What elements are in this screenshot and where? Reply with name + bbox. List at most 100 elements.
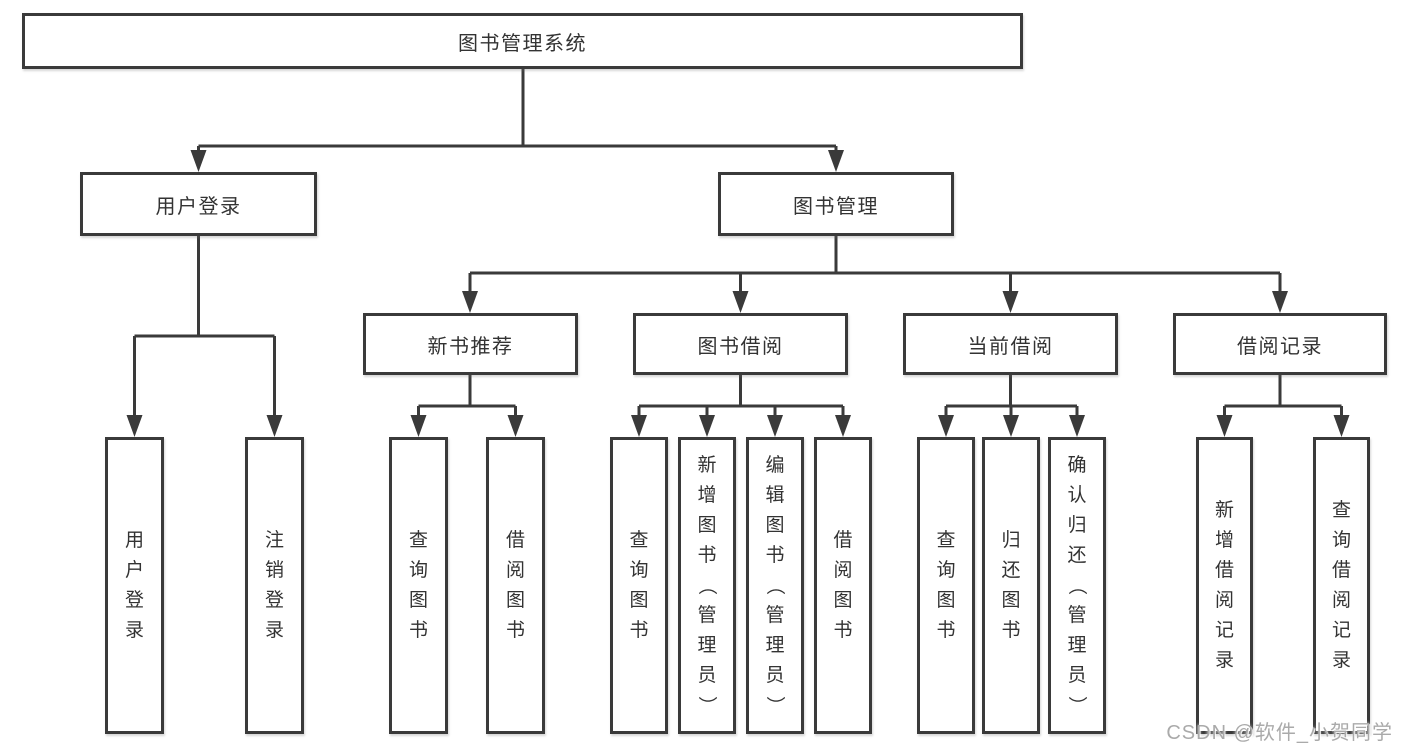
vertical-char: 图 (1001, 590, 1021, 611)
vertical-char: 归 (1001, 530, 1021, 551)
vertical-char: 书 (505, 620, 525, 641)
vertical-char: 借 (1331, 560, 1351, 581)
leaf-query-borrow-record: 查询借阅记录 (1313, 437, 1370, 734)
vertical-char: 阅 (505, 560, 525, 581)
vertical-char: 还 (1067, 545, 1087, 566)
arrowhead (190, 150, 207, 172)
vertical-char: 图 (765, 515, 785, 536)
arrowhead (828, 150, 844, 172)
arrowhead (266, 415, 283, 437)
vertical-char: 查 (936, 530, 956, 551)
vertical-char: 管 (697, 605, 717, 626)
vertical-char: 书 (629, 620, 649, 641)
arrowhead (462, 291, 478, 313)
vertical-char: 新 (1214, 500, 1234, 521)
leaf-borrow-books-recommend: 借阅图书 (486, 437, 545, 734)
vertical-char: 管 (765, 605, 785, 626)
vertical-char: 辑 (765, 485, 785, 506)
csdn-watermark: CSDN @软件_小贺同学 (1166, 722, 1393, 744)
arrowhead (1216, 415, 1233, 437)
arrowhead (126, 415, 143, 437)
arrowhead (938, 415, 954, 437)
vertical-char: 销 (264, 560, 284, 581)
vertical-char: 录 (1214, 650, 1234, 671)
connector-bookmgmt-to-level3 (470, 236, 1280, 275)
leaf-add-book-admin: 新增图书（管理员） (678, 437, 736, 734)
vertical-char: （ (764, 575, 786, 596)
vertical-char: 理 (1067, 635, 1087, 656)
leaf-query-books-current: 查询图书 (917, 437, 975, 734)
vertical-char: 书 (833, 620, 853, 641)
vertical-char: 查 (408, 530, 428, 551)
leaf-borrow-books: 借阅图书 (814, 437, 872, 734)
arrowhead (1002, 291, 1019, 313)
vertical-char: 借 (833, 530, 853, 551)
node-user-login-module: 用户登录 (80, 172, 317, 236)
vertical-char: 图 (408, 590, 428, 611)
arrowhead (699, 415, 715, 437)
vertical-char: 借 (505, 530, 525, 551)
vertical-char: 记 (1331, 620, 1351, 641)
node-new-book-recommend: 新书推荐 (363, 313, 578, 375)
arrowhead (1272, 291, 1288, 313)
leaf-return-book: 归还图书 (982, 437, 1040, 734)
vertical-char: 图 (505, 590, 525, 611)
vertical-char: 询 (629, 560, 649, 581)
vertical-char: 询 (1331, 530, 1351, 551)
connector-borrowrecords-to-leaves (1224, 375, 1342, 408)
vertical-char: 记 (1214, 620, 1234, 641)
node-book-management-module: 图书管理 (718, 172, 954, 236)
leaf-add-borrow-record: 新增借阅记录 (1196, 437, 1253, 734)
vertical-char: 图 (697, 515, 717, 536)
vertical-char: 员 (697, 665, 717, 686)
vertical-char: 登 (264, 590, 284, 611)
node-borrowing-records: 借阅记录 (1173, 313, 1387, 375)
leaf-user-login: 用户登录 (105, 437, 164, 734)
vertical-char: 登 (124, 590, 144, 611)
connector-root-to-level2 (198, 69, 836, 148)
vertical-char: 注 (264, 530, 284, 551)
vertical-char: 户 (124, 560, 144, 581)
arrowhead (1003, 415, 1019, 437)
vertical-char: ） (764, 695, 786, 716)
arrowhead (767, 415, 783, 437)
vertical-char: 确 (1067, 455, 1087, 476)
vertical-char: ） (1066, 695, 1088, 716)
vertical-char: 新 (697, 455, 717, 476)
vertical-char: 录 (1331, 650, 1351, 671)
vertical-char: 还 (1001, 560, 1021, 581)
vertical-char: （ (1066, 575, 1088, 596)
vertical-char: 录 (124, 620, 144, 641)
leaf-edit-book-admin: 编辑图书（管理员） (746, 437, 804, 734)
vertical-char: 认 (1067, 485, 1087, 506)
vertical-char: 编 (765, 455, 785, 476)
vertical-char: 归 (1067, 515, 1087, 536)
vertical-char: 图 (629, 590, 649, 611)
connector-userlogin-to-leaves (134, 236, 275, 338)
vertical-char: （ (696, 575, 718, 596)
arrowhead (410, 415, 427, 437)
vertical-char: 书 (697, 545, 717, 566)
vertical-char: 借 (1214, 560, 1234, 581)
arrow-stems (133, 146, 1343, 418)
node-current-borrowing: 当前借阅 (903, 313, 1118, 375)
connector-bookborrow-to-leaves (639, 375, 843, 408)
vertical-char: 用 (124, 530, 144, 551)
vertical-char: 书 (765, 545, 785, 566)
vertical-char: 查 (629, 530, 649, 551)
vertical-char: 管 (1067, 605, 1087, 626)
arrowhead (1069, 415, 1085, 437)
vertical-char: 查 (1331, 500, 1351, 521)
leaf-logout-login: 注销登录 (245, 437, 304, 734)
arrowhead (631, 415, 647, 437)
vertical-char: 阅 (1214, 590, 1234, 611)
vertical-char: 书 (1001, 620, 1021, 641)
vertical-char: ） (696, 695, 718, 716)
vertical-char: 理 (697, 635, 717, 656)
arrowhead (1333, 415, 1350, 437)
vertical-char: 图 (833, 590, 853, 611)
vertical-char: 理 (765, 635, 785, 656)
vertical-char: 书 (408, 620, 428, 641)
vertical-char: 增 (1214, 530, 1234, 551)
